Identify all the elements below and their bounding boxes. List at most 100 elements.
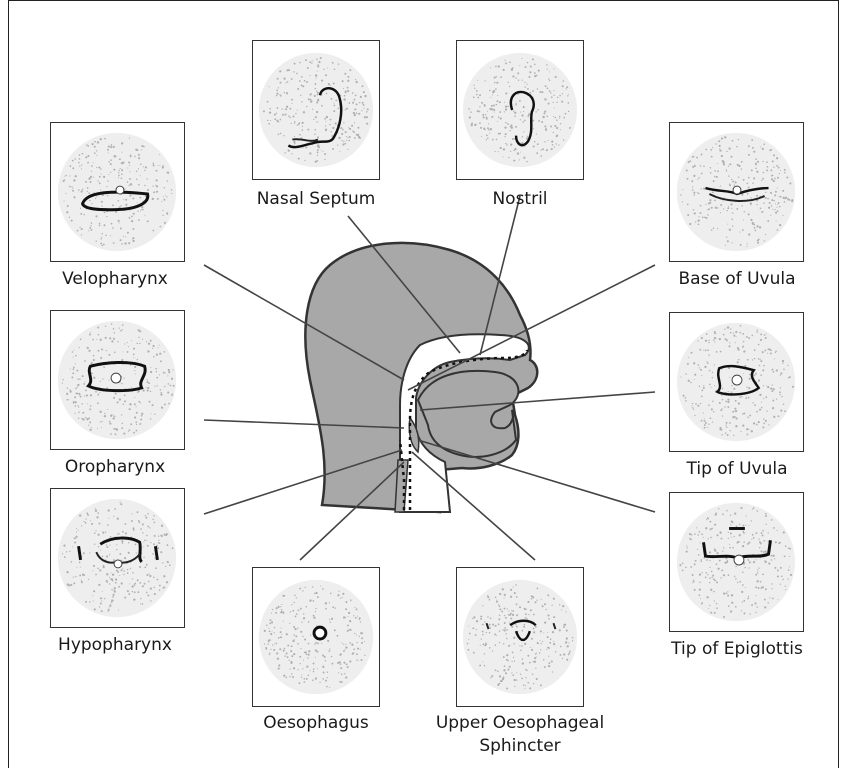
label-nostril: Nostril xyxy=(456,188,584,210)
speckle-dot xyxy=(706,519,707,520)
speckle-dot xyxy=(87,145,89,147)
speckle-dot xyxy=(752,224,753,225)
speckle-dot xyxy=(521,630,523,632)
speckle-dot xyxy=(775,191,777,193)
speckle-dot xyxy=(318,146,320,148)
speckle-dot xyxy=(553,598,555,600)
speckle-dot xyxy=(357,616,358,617)
speckle-dot xyxy=(533,631,535,633)
speckle-dot xyxy=(732,140,734,142)
speckle-dot xyxy=(131,340,132,341)
speckle-dot xyxy=(129,408,131,410)
speckle-dot xyxy=(96,516,98,518)
speckle-dot xyxy=(771,369,773,371)
speckle-dot xyxy=(773,416,775,418)
speckle-dot xyxy=(152,198,154,200)
speckle-dot xyxy=(525,677,526,678)
speckle-dot xyxy=(100,603,102,605)
speckle-dot xyxy=(723,334,725,336)
speckle-dot xyxy=(307,675,309,677)
speckle-dot xyxy=(771,588,772,589)
speckle-dot xyxy=(693,362,695,364)
speckle-dot xyxy=(125,523,127,525)
speckle-dot xyxy=(749,415,751,417)
speckle-dot xyxy=(110,572,111,573)
speckle-dot xyxy=(780,374,781,375)
speckle-dot xyxy=(169,564,171,566)
speckle-dot xyxy=(87,155,89,157)
speckle-dot xyxy=(306,654,307,655)
speckle-dot xyxy=(711,571,713,573)
speckle-dot xyxy=(329,648,330,649)
speckle-dot xyxy=(104,138,106,140)
speckle-dot xyxy=(748,387,750,389)
speckle-dot xyxy=(738,139,739,140)
speckle-dot xyxy=(93,192,94,193)
speckle-dot xyxy=(517,72,519,74)
speckle-dot xyxy=(759,359,760,360)
speckle-dot xyxy=(766,169,768,171)
speckle-dot xyxy=(693,175,695,177)
speckle-dot xyxy=(714,524,716,526)
speckle-dot xyxy=(118,177,119,178)
speckle-dot xyxy=(513,110,514,111)
speckle-dot xyxy=(316,111,318,113)
speckle-dot xyxy=(152,345,154,347)
speckle-dot xyxy=(765,513,767,515)
speckle-dot xyxy=(81,164,82,165)
speckle-dot xyxy=(148,581,150,583)
speckle-dot xyxy=(569,127,571,129)
speckle-dot xyxy=(92,570,93,571)
speckle-dot xyxy=(306,106,307,107)
speckle-dot xyxy=(743,373,744,374)
speckle-dot xyxy=(739,534,741,536)
speckle-dot xyxy=(92,143,94,145)
speckle-dot xyxy=(313,668,315,670)
speckle-dot xyxy=(688,380,690,382)
speckle-dot xyxy=(132,197,134,199)
speckle-dot xyxy=(106,186,107,187)
speckle-dot xyxy=(506,654,508,656)
speckle-dot xyxy=(129,165,130,166)
speckle-dot xyxy=(562,93,563,94)
speckle-dot xyxy=(748,429,749,430)
speckle-dot xyxy=(63,544,65,546)
speckle-dot xyxy=(74,196,76,198)
speckle-dot xyxy=(101,245,103,247)
speckle-dot xyxy=(349,620,351,622)
speckle-dot xyxy=(693,581,694,582)
speckle-dot xyxy=(66,551,67,552)
speckle-dot xyxy=(713,339,714,340)
speckle-dot xyxy=(703,166,705,168)
speckle-dot xyxy=(746,246,747,247)
speckle-dot xyxy=(760,360,762,362)
speckle-dot xyxy=(526,161,527,162)
speckle-dot xyxy=(730,328,732,330)
speckle-dot xyxy=(510,143,512,145)
speckle-dot xyxy=(516,626,518,628)
speckle-dot xyxy=(751,169,753,171)
speckle-dot xyxy=(339,151,340,152)
speckle-dot xyxy=(524,688,525,689)
speckle-dot xyxy=(691,405,692,406)
speckle-dot xyxy=(525,609,526,610)
speckle-dot xyxy=(471,124,473,126)
speckle-dot xyxy=(143,546,144,547)
speckle-dot xyxy=(530,609,532,611)
speckle-dot xyxy=(772,598,774,600)
speckle-dot xyxy=(351,125,353,127)
speckle-dot xyxy=(78,189,80,191)
speckle-dot xyxy=(760,146,761,147)
speckle-dot xyxy=(325,130,326,131)
speckle-dot xyxy=(552,631,554,633)
speckle-dot xyxy=(679,564,681,566)
speckle-dot xyxy=(140,163,142,165)
speckle-dot xyxy=(312,109,313,110)
speckle-dot xyxy=(520,112,521,113)
speckle-dot xyxy=(304,639,306,641)
speckle-dot xyxy=(730,156,732,158)
speckle-dot xyxy=(777,207,778,208)
speckle-dot xyxy=(692,574,694,576)
speckle-dot xyxy=(325,121,326,122)
speckle-dot xyxy=(343,662,345,664)
